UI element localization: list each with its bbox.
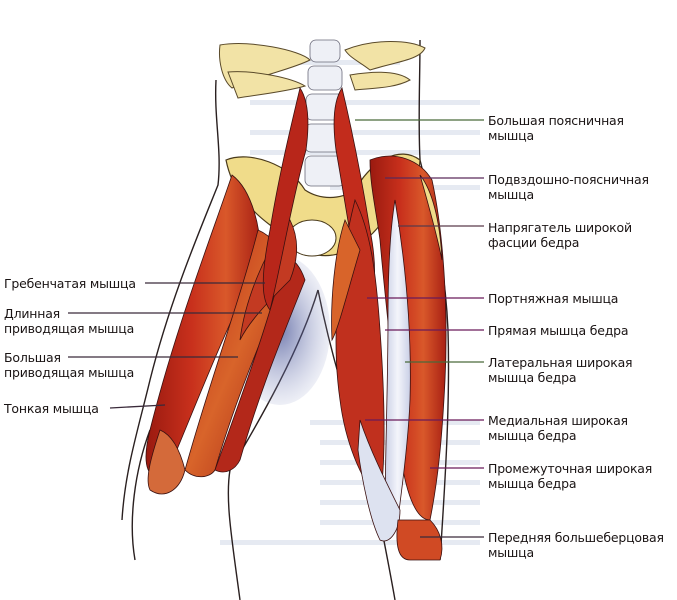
label-line: мышца (488, 128, 534, 143)
label-line: приводящая мышца (4, 365, 135, 380)
label-vastus-medialis: Медиальная широкая мышца бедра (488, 413, 628, 443)
label-line: Медиальная широкая (488, 413, 628, 428)
label-adductor-magnus: Большая приводящая мышца (4, 350, 134, 380)
ribs (219, 41, 426, 99)
label-line: Гребенчатая мышца (4, 276, 136, 291)
label-line: Промежуточная широкая (488, 461, 653, 476)
label-line: Передняя большеберцовая (488, 530, 664, 545)
label-line: Подвздошно-поясничная (488, 172, 649, 187)
label-line: фасции бедра (488, 235, 580, 250)
label-line: мышца бедра (488, 476, 577, 491)
label-adductor-longus: Длинная приводящая мышца (4, 306, 134, 336)
label-tensor-fasciae-latae: Напрягатель широкой фасции бедра (488, 220, 632, 250)
label-gracilis: Тонкая мышца (4, 401, 99, 416)
label-line: мышца (488, 545, 534, 560)
leader-lines-right (355, 119, 484, 538)
label-line: Большая (4, 350, 61, 365)
label-line: Длинная (4, 306, 61, 321)
label-line: Тонкая мышца (4, 401, 99, 416)
label-pectineus: Гребенчатая мышца (4, 276, 136, 291)
label-line: Большая поясничная (488, 113, 624, 128)
spine (304, 39, 346, 187)
label-line: приводящая мышца (4, 321, 135, 336)
label-sartorius: Портняжная мышца (488, 291, 618, 306)
label-line: Прямая мышца бедра (488, 323, 629, 338)
label-line: Напрягатель широкой (488, 220, 632, 235)
label-vastus-intermedius: Промежуточная широкая мышца бедра (488, 461, 652, 491)
label-iliopsoas: Подвздошно-поясничная мышца (488, 172, 649, 202)
label-line: Портняжная мышца (488, 291, 619, 306)
label-line: мышца бедра (488, 428, 577, 443)
label-psoas-major: Большая поясничная мышца (488, 113, 624, 143)
label-line: мышца бедра (488, 370, 577, 385)
label-vastus-lateralis: Латеральная широкая мышца бедра (488, 355, 633, 385)
label-line: мышца (488, 187, 534, 202)
label-line: Латеральная широкая (488, 355, 633, 370)
leader-lines-left (68, 282, 265, 409)
label-rectus-femoris: Прямая мышца бедра (488, 323, 629, 338)
label-tibialis-anterior: Передняя большеберцовая мышца (488, 530, 664, 560)
right-thigh-muscles (331, 155, 447, 561)
